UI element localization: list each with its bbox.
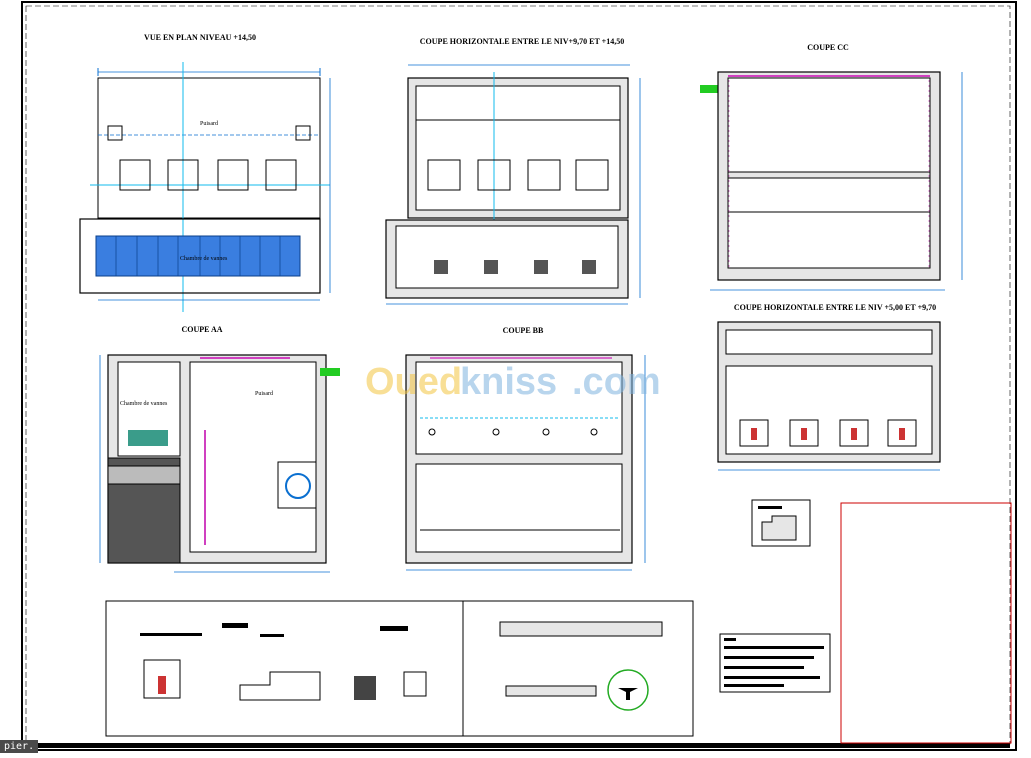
title-block-frame bbox=[840, 502, 1012, 744]
detail-box bbox=[751, 499, 811, 547]
section-bb-title: COUPE BB bbox=[503, 326, 544, 335]
chambre-plan-label: Chambre de vannes bbox=[180, 256, 228, 262]
horizontal-section-lower-title: COUPE HORIZONTALE ENTRE LE NIV +5,00 ET … bbox=[734, 303, 936, 312]
horizontal-section-upper-panel: COUPE HORIZONTALE ENTRE LE NIV+9,70 ET +… bbox=[385, 37, 641, 305]
sheet-frame bbox=[21, 1, 1017, 751]
command-line-status: pier. bbox=[0, 740, 39, 753]
plan-view-panel: VUE EN PLAN NIVEAU +14,50 Puisard Chambr… bbox=[79, 33, 331, 312]
watermark-part2: kniss bbox=[460, 361, 557, 403]
watermark-part3: .com bbox=[572, 361, 661, 403]
horizontal-section-upper-title: COUPE HORIZONTALE ENTRE LE NIV+9,70 ET +… bbox=[420, 37, 624, 46]
section-aa-panel: COUPE AA Puisard Chambre de vannes bbox=[99, 325, 340, 573]
watermark-part1: Oued bbox=[365, 361, 462, 403]
details-strip bbox=[105, 600, 694, 737]
puisard-aa-label: Puisard bbox=[255, 391, 273, 397]
section-bb-panel: COUPE BB bbox=[405, 326, 646, 571]
watermark: Oued kniss .com bbox=[365, 361, 661, 403]
puisard-plan-label: Puisard bbox=[200, 121, 218, 127]
chambre-aa-label: Chambre de vannes bbox=[120, 401, 168, 407]
section-cc-panel: COUPE CC bbox=[700, 43, 963, 291]
legend-box bbox=[719, 633, 831, 693]
section-cc-title: COUPE CC bbox=[807, 43, 849, 52]
plan-view-title: VUE EN PLAN NIVEAU +14,50 bbox=[144, 33, 256, 42]
horizontal-section-lower-panel: COUPE HORIZONTALE ENTRE LE NIV +5,00 ET … bbox=[717, 303, 941, 471]
section-aa-title: COUPE AA bbox=[181, 325, 222, 334]
